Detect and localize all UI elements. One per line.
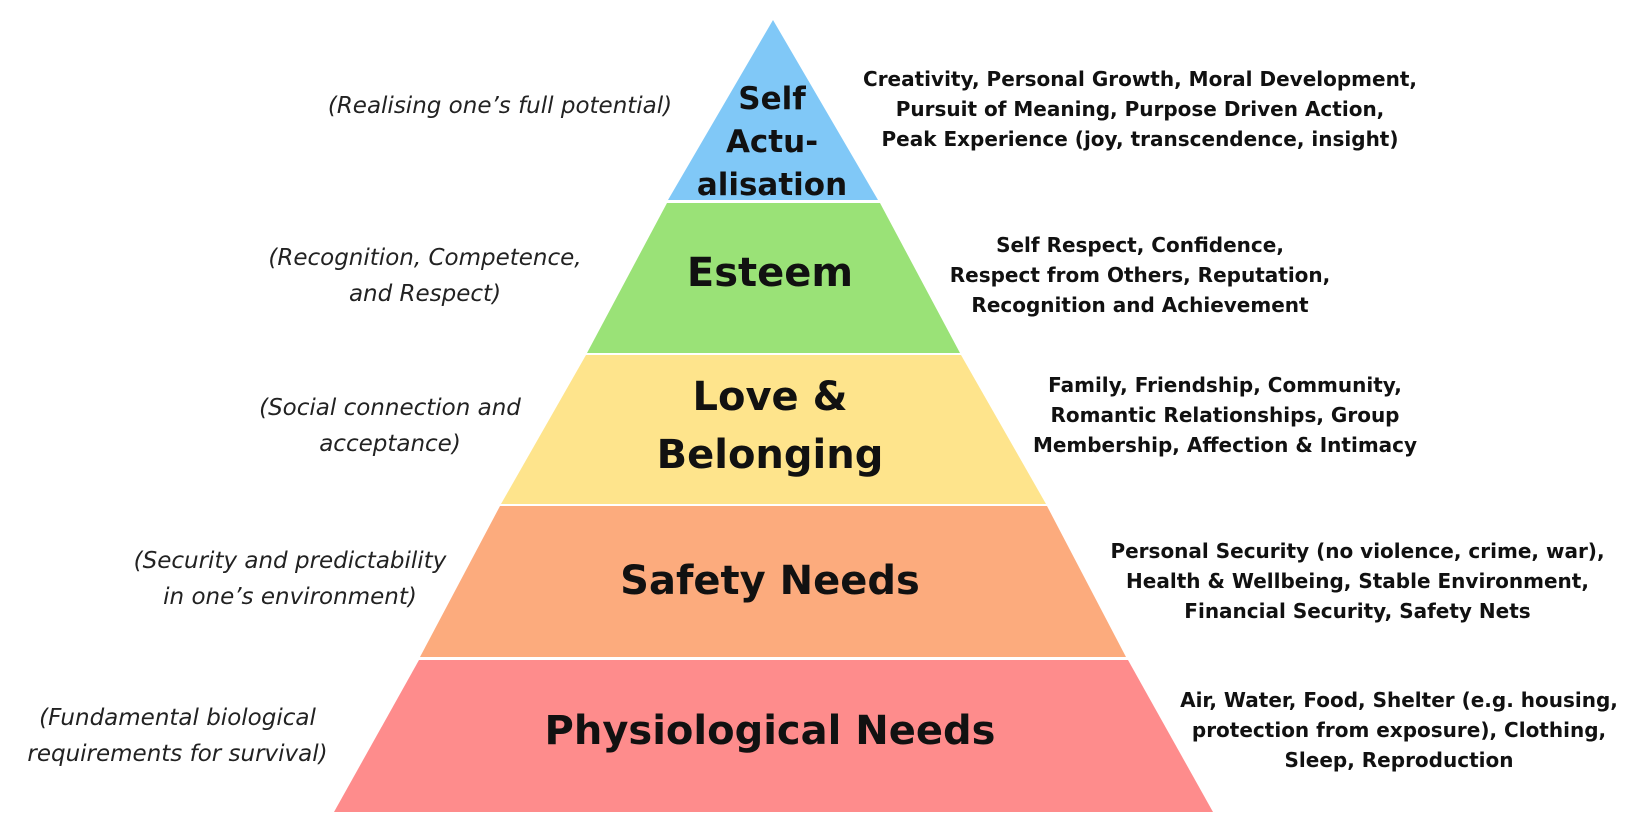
safety-description: (Security and predictability in one’s en… — [90, 543, 490, 615]
examples-line: Pursuit of Meaning, Purpose Driven Actio… — [895, 97, 1385, 121]
examples-line: Peak Experience (joy, transcendence, ins… — [881, 127, 1399, 151]
examples-line: Self Respect, Confidence, — [996, 233, 1284, 257]
description-line: (Recognition, Competence, — [268, 245, 582, 271]
description-line: (Social connection and — [259, 395, 521, 421]
examples-line: protection from exposure), Clothing, — [1191, 718, 1607, 742]
tier-esteem — [587, 203, 960, 353]
esteem-examples: Self Respect, Confidence, Respect from O… — [920, 230, 1360, 320]
esteem-description: (Recognition, Competence, and Respect) — [230, 240, 620, 312]
self-actualisation-label: Self Actu- alisation — [672, 78, 872, 207]
esteem-label: Esteem — [600, 248, 940, 298]
physiological-description: (Fundamental biological requirements for… — [5, 700, 350, 772]
label-line: Love & — [692, 374, 848, 420]
description-line: requirements for survival) — [27, 741, 328, 767]
description-line: acceptance) — [319, 431, 461, 457]
description-line: in one’s environment) — [163, 584, 417, 610]
description-line: and Respect) — [348, 281, 502, 307]
safety-label: Safety Needs — [520, 556, 1020, 606]
self-actualisation-examples: Creativity, Personal Growth, Moral Devel… — [845, 64, 1435, 154]
label-line: Self — [738, 81, 806, 117]
examples-line: Recognition and Achievement — [971, 293, 1309, 317]
love-belonging-description: (Social connection and acceptance) — [210, 390, 570, 462]
examples-line: Health & Wellbeing, Stable Environment, — [1126, 569, 1589, 593]
tier-safety — [420, 506, 1126, 657]
self-actualisation-description: (Realising one’s full potential) — [285, 88, 715, 124]
examples-line: Personal Security (no violence, crime, w… — [1110, 539, 1605, 563]
examples-line: Family, Friendship, Community, — [1048, 373, 1402, 397]
examples-line: Creativity, Personal Growth, Moral Devel… — [863, 67, 1417, 91]
tier-love-belonging — [501, 355, 1046, 504]
examples-line: Romantic Relationships, Group — [1050, 403, 1400, 427]
label-line: Belonging — [656, 432, 884, 478]
examples-line: Sleep, Reproduction — [1284, 748, 1514, 772]
love-belonging-examples: Family, Friendship, Community, Romantic … — [1015, 370, 1435, 460]
label-line: Actu- — [725, 124, 819, 160]
physiological-examples: Air, Water, Food, Shelter (e.g. housing,… — [1165, 685, 1633, 775]
tier-physiological — [334, 660, 1213, 812]
description-line: (Fundamental biological — [39, 705, 316, 731]
physiological-label: Physiological Needs — [460, 706, 1080, 756]
examples-line: Membership, Affection & Intimacy — [1032, 433, 1418, 457]
examples-line: Respect from Others, Reputation, — [949, 263, 1331, 287]
label-line: Safety Needs — [620, 558, 920, 604]
description-line: (Realising one’s full potential) — [327, 93, 673, 119]
examples-line: Air, Water, Food, Shelter (e.g. housing, — [1180, 688, 1618, 712]
examples-line: Financial Security, Safety Nets — [1184, 599, 1531, 623]
description-line: (Security and predictability — [133, 548, 447, 574]
label-line: Esteem — [686, 250, 854, 296]
love-belonging-label: Love & Belonging — [580, 368, 960, 484]
label-line: Physiological Needs — [544, 708, 996, 754]
tier-self-actualisation — [668, 20, 878, 200]
safety-examples: Personal Security (no violence, crime, w… — [1085, 536, 1630, 626]
label-line: alisation — [696, 167, 848, 203]
